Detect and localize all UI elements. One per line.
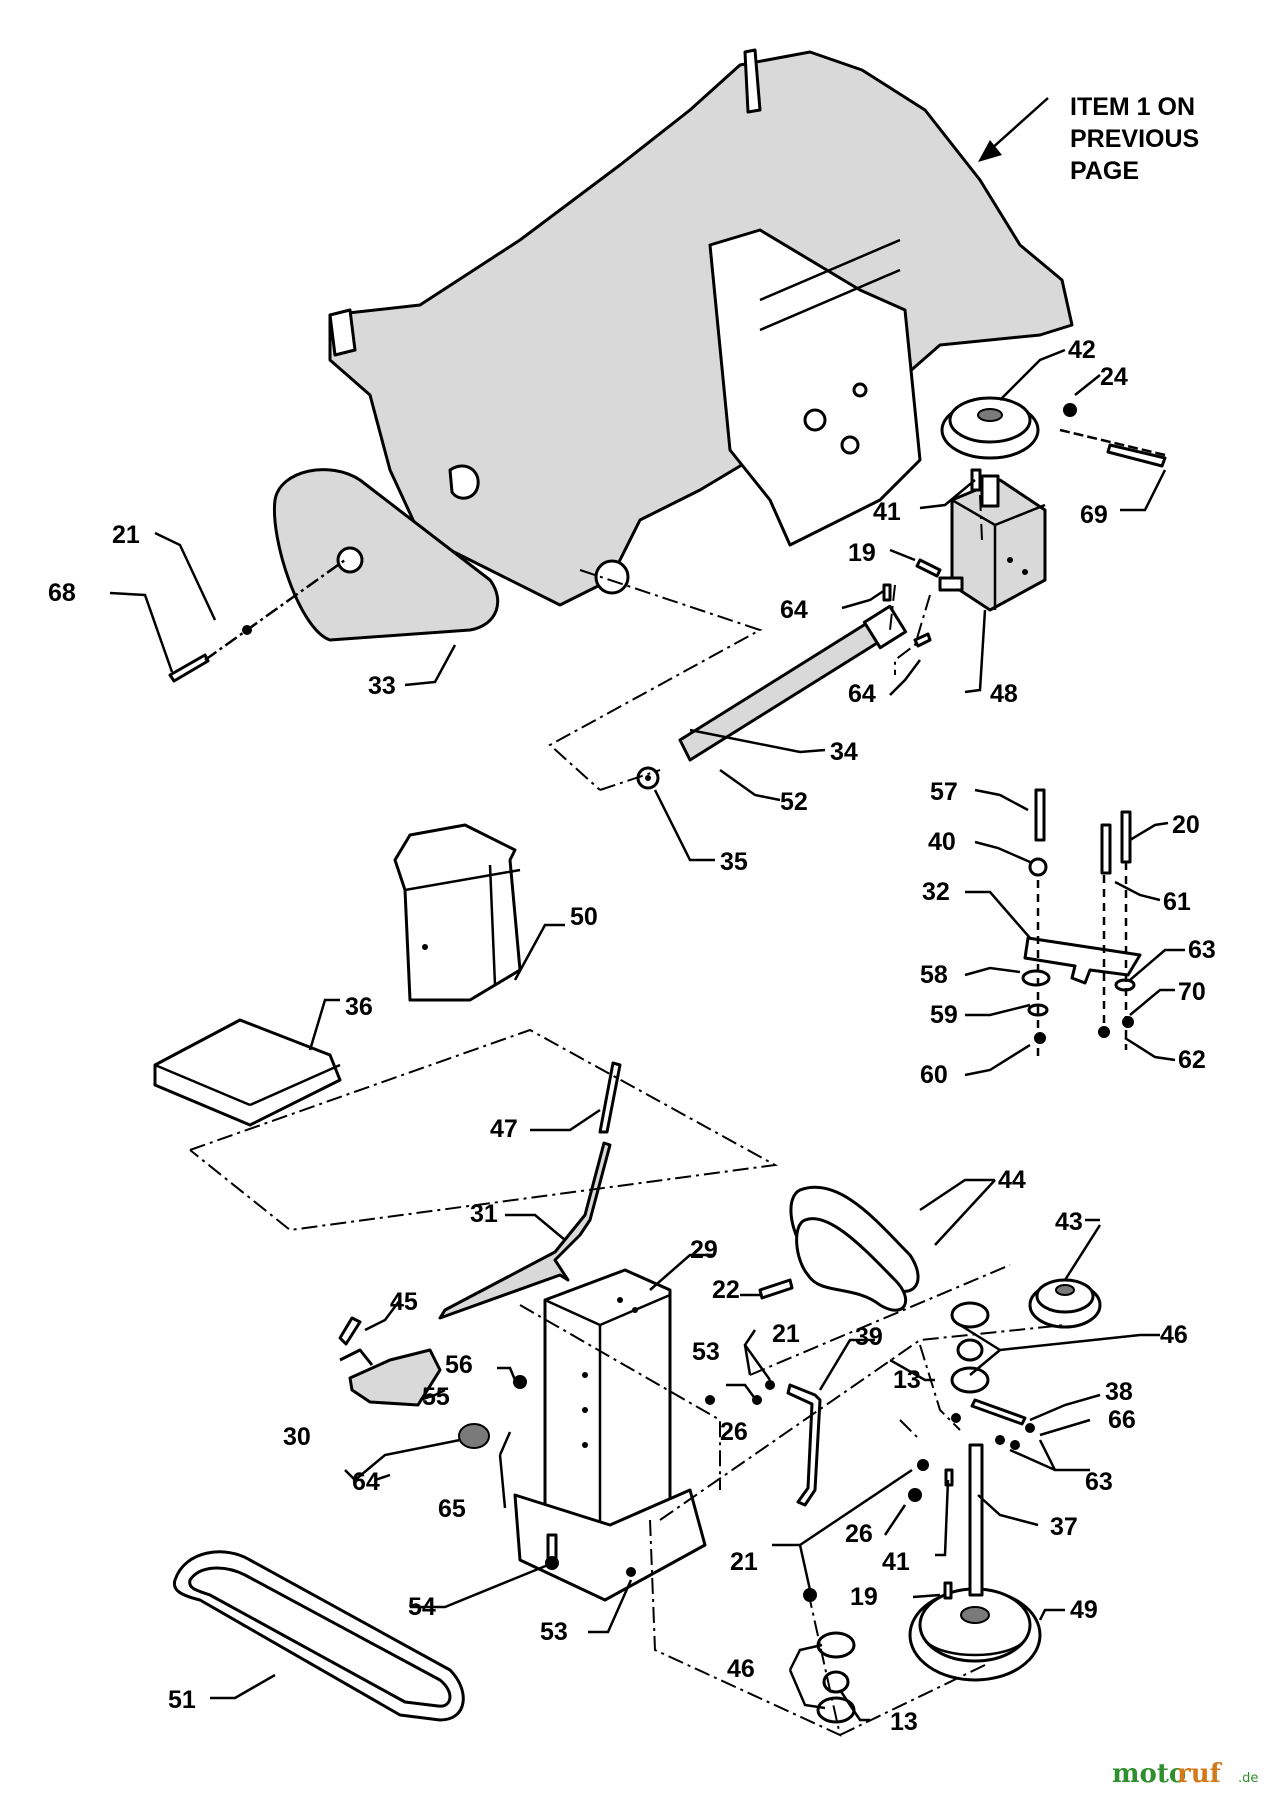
label-60: 60 bbox=[920, 1061, 948, 1089]
bracket-frame bbox=[513, 1268, 707, 1602]
label-21-low: 21 bbox=[730, 1548, 758, 1576]
knob-64 bbox=[458, 1423, 490, 1449]
item-note: ITEM 1 ON PREVIOUS PAGE bbox=[978, 93, 1199, 185]
label-13-low: 13 bbox=[890, 1708, 918, 1736]
belt-51 bbox=[172, 1550, 465, 1722]
drive-shaft bbox=[678, 604, 908, 762]
label-51: 51 bbox=[168, 1686, 196, 1714]
label-32: 32 bbox=[922, 878, 950, 906]
label-58: 58 bbox=[920, 961, 948, 989]
label-54: 54 bbox=[408, 1593, 436, 1621]
label-24: 24 bbox=[1100, 363, 1128, 391]
label-62: 62 bbox=[1178, 1046, 1206, 1074]
label-43: 43 bbox=[1055, 1208, 1083, 1236]
label-19-low: 19 bbox=[850, 1583, 878, 1611]
leader-lines bbox=[109, 348, 1185, 1722]
part-labels: 42 24 69 41 19 64 64 48 21 68 33 34 52 3… bbox=[48, 336, 1216, 1736]
guard-36 bbox=[153, 1018, 342, 1127]
control-lever bbox=[438, 1061, 622, 1320]
washer-21 bbox=[765, 1380, 775, 1390]
note-line-2: PREVIOUS bbox=[1070, 125, 1199, 153]
label-36: 36 bbox=[345, 993, 373, 1021]
fasteners-top bbox=[882, 468, 982, 648]
label-46-right: 46 bbox=[1160, 1321, 1188, 1349]
note-line-1: ITEM 1 ON bbox=[1070, 93, 1195, 121]
label-68: 68 bbox=[48, 579, 76, 607]
label-26-mid: 26 bbox=[720, 1418, 748, 1446]
label-29: 29 bbox=[690, 1236, 718, 1264]
label-46-low: 46 bbox=[727, 1655, 755, 1683]
label-64-top: 64 bbox=[780, 596, 808, 624]
note-line-3: PAGE bbox=[1070, 157, 1139, 185]
label-33: 33 bbox=[368, 672, 396, 700]
bolts-53-54-22 bbox=[545, 1278, 794, 1577]
label-13-right: 13 bbox=[893, 1366, 921, 1394]
label-47: 47 bbox=[490, 1115, 518, 1143]
label-57: 57 bbox=[930, 778, 958, 806]
label-59: 59 bbox=[930, 1001, 958, 1029]
bearings-46-13 bbox=[803, 1301, 990, 1724]
label-63-right: 63 bbox=[1188, 936, 1216, 964]
belt-44 bbox=[789, 1185, 920, 1312]
label-34: 34 bbox=[830, 738, 858, 766]
label-65: 65 bbox=[438, 1495, 466, 1523]
watermark-moto: moto bbox=[1112, 1759, 1186, 1789]
label-31: 31 bbox=[470, 1200, 498, 1228]
label-66: 66 bbox=[1108, 1406, 1136, 1434]
label-39: 39 bbox=[855, 1323, 883, 1351]
label-48: 48 bbox=[990, 680, 1018, 708]
spring-55 bbox=[513, 1375, 527, 1389]
label-69: 69 bbox=[1080, 501, 1108, 529]
label-19-top: 19 bbox=[848, 539, 876, 567]
label-52: 52 bbox=[780, 788, 808, 816]
label-70: 70 bbox=[1178, 978, 1206, 1006]
label-41-top: 41 bbox=[873, 498, 901, 526]
label-55: 55 bbox=[422, 1383, 450, 1411]
gearbox bbox=[938, 474, 1047, 612]
housing-assembly bbox=[328, 48, 1074, 607]
label-53-mid: 53 bbox=[692, 1338, 720, 1366]
label-53-low: 53 bbox=[540, 1618, 568, 1646]
shaft-37 bbox=[908, 1398, 1035, 1600]
label-64-low: 64 bbox=[352, 1468, 380, 1496]
label-45: 45 bbox=[390, 1288, 418, 1316]
nut-24 bbox=[1063, 403, 1077, 417]
label-44: 44 bbox=[998, 1166, 1026, 1194]
label-56: 56 bbox=[445, 1351, 473, 1379]
rod-39 bbox=[786, 1383, 822, 1507]
pulley-43 bbox=[1028, 1278, 1102, 1329]
label-26-low: 26 bbox=[845, 1520, 873, 1548]
label-30: 30 bbox=[283, 1423, 311, 1451]
watermark-ruf: ruf bbox=[1177, 1759, 1223, 1789]
pulley-49 bbox=[908, 1587, 1042, 1682]
connector-lines bbox=[189, 494, 1066, 1737]
label-38: 38 bbox=[1105, 1378, 1133, 1406]
bolt-69 bbox=[1059, 428, 1167, 468]
label-41-low: 41 bbox=[882, 1548, 910, 1576]
label-63-low: 63 bbox=[1085, 1468, 1113, 1496]
bolt-68 bbox=[168, 558, 346, 683]
label-20: 20 bbox=[1172, 811, 1200, 839]
guard-50 bbox=[393, 823, 522, 1002]
watermark-logo: moto ruf .de bbox=[1112, 1759, 1258, 1789]
label-21-left: 21 bbox=[112, 521, 140, 549]
label-64-mid: 64 bbox=[848, 680, 876, 708]
pulley-42 bbox=[940, 396, 1040, 460]
label-21-mid: 21 bbox=[772, 1320, 800, 1348]
mounting-plate bbox=[1021, 788, 1142, 1060]
label-61: 61 bbox=[1163, 888, 1191, 916]
label-22: 22 bbox=[712, 1276, 740, 1304]
label-35: 35 bbox=[720, 848, 748, 876]
label-42: 42 bbox=[1068, 336, 1096, 364]
lever-plate-30 bbox=[338, 1316, 442, 1407]
label-37: 37 bbox=[1050, 1513, 1078, 1541]
pulley-cover bbox=[272, 468, 500, 642]
label-40: 40 bbox=[928, 828, 956, 856]
label-50: 50 bbox=[570, 903, 598, 931]
watermark-suffix: .de bbox=[1238, 1771, 1258, 1786]
label-49: 49 bbox=[1070, 1596, 1098, 1624]
